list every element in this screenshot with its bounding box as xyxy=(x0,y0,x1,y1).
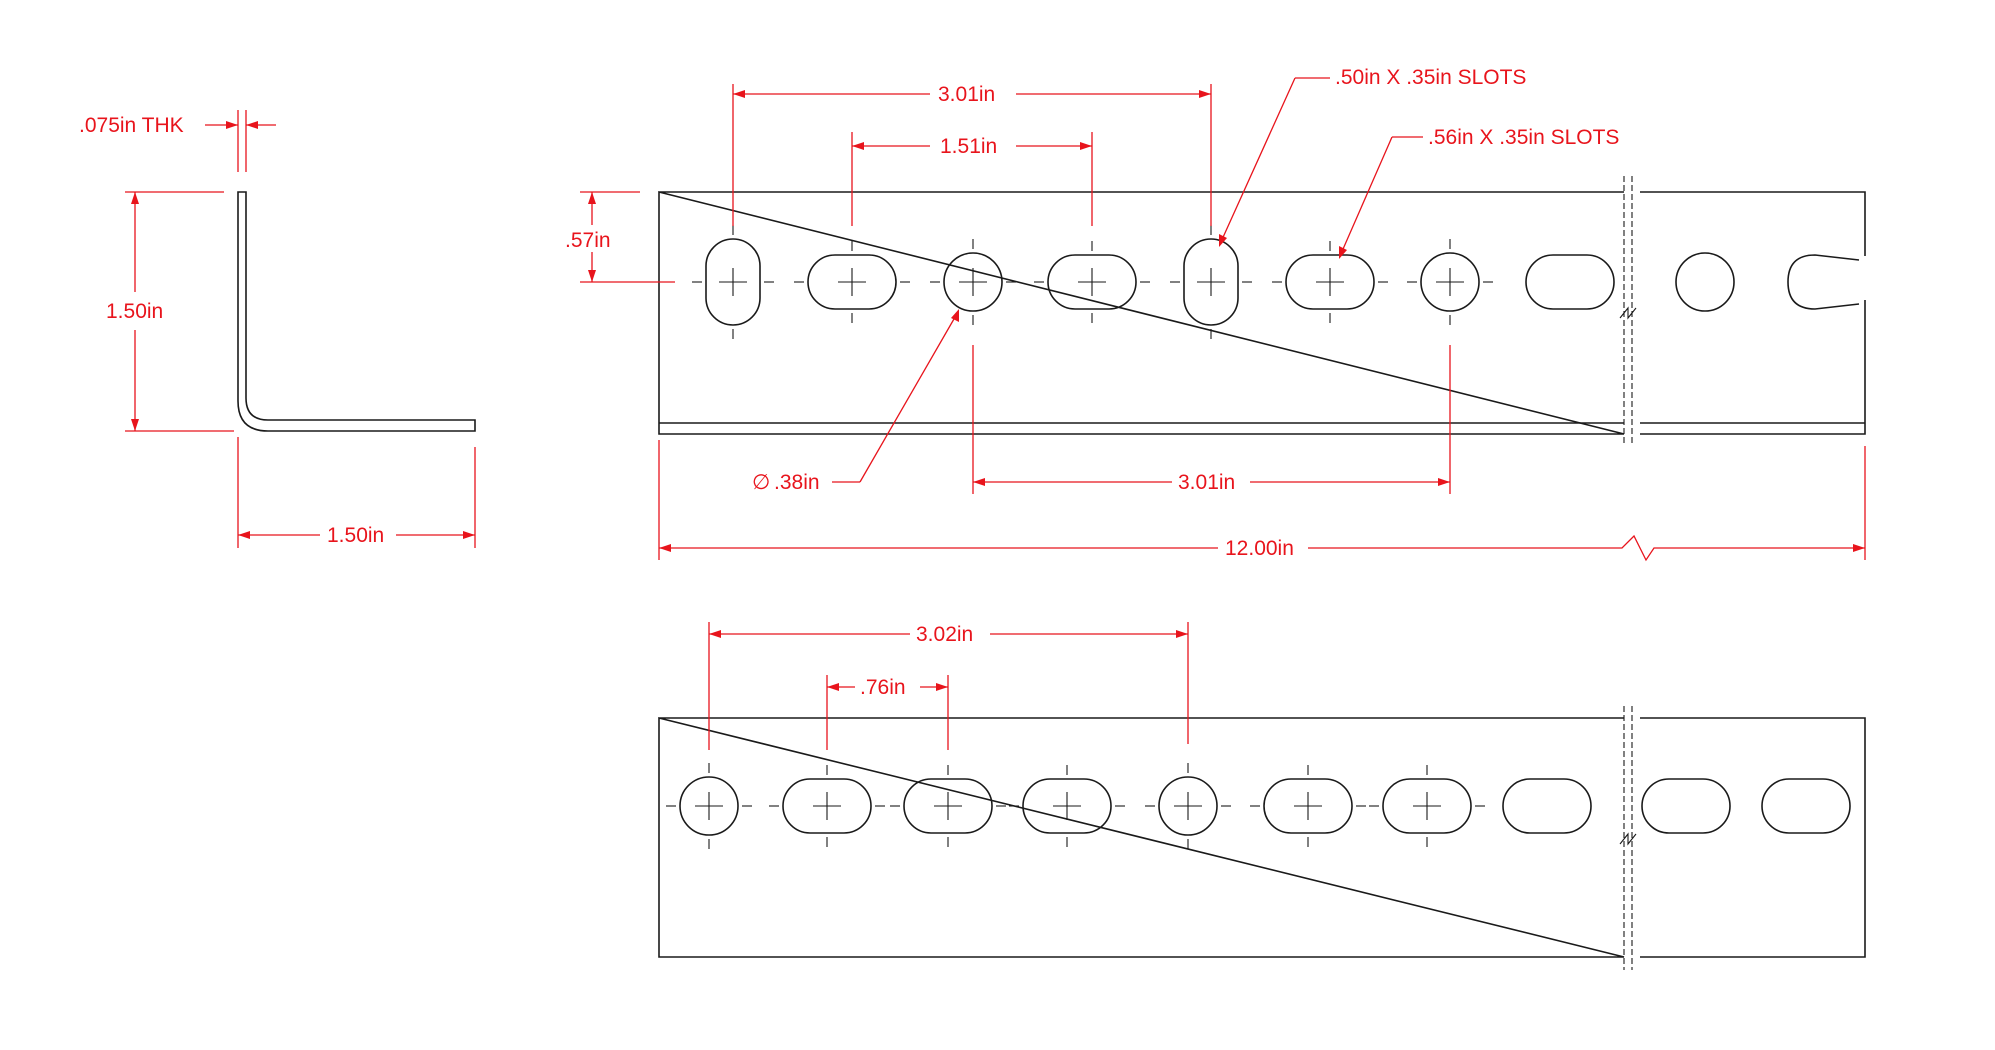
bottom-view-break-symbol xyxy=(1619,832,1637,846)
callout-slot-a-label: .50in X .35in SLOTS xyxy=(1335,66,1526,89)
bottom-flange-view xyxy=(658,706,1866,970)
bottom-view-holes xyxy=(666,763,1851,849)
dim-bottom-span-outer: 3.02in xyxy=(708,622,1189,750)
dim-overall-length: 12.00in xyxy=(658,440,1866,562)
round-hole xyxy=(666,763,752,849)
slot-hole xyxy=(1272,241,1388,323)
dim-bottom-span-outer-label: 3.02in xyxy=(916,623,973,646)
slot-hole xyxy=(1787,254,1860,310)
callout-slot-b-label: .56in X .35in SLOTS xyxy=(1428,126,1619,149)
callout-hole-diameter: ∅ .38in xyxy=(752,309,959,494)
dim-top-span-outer: 3.01in xyxy=(732,83,1212,226)
slot-hole xyxy=(1250,765,1366,847)
slot-hole xyxy=(1170,225,1252,339)
callout-slot-b: .56in X .35in SLOTS xyxy=(1339,126,1619,259)
dim-edge-offset: .57in xyxy=(565,191,675,283)
slot-hole xyxy=(890,765,1006,847)
top-flange-view xyxy=(658,176,1866,446)
round-hole xyxy=(1145,763,1231,849)
top-view-outline xyxy=(658,190,1866,435)
slot-hole xyxy=(1761,778,1851,834)
slot-hole xyxy=(1525,254,1615,310)
angle-profile-outline xyxy=(237,191,476,432)
dim-bottom-span-inner-label: .76in xyxy=(860,676,906,699)
dim-bottom-span-inner: .76in xyxy=(826,675,949,750)
slot-hole xyxy=(1641,778,1731,834)
dim-leg-height: 1.50in xyxy=(106,191,234,432)
dim-leg-width-label: 1.50in xyxy=(327,524,384,547)
round-hole xyxy=(930,239,1016,325)
dim-thickness: .075in THK xyxy=(79,110,276,172)
bottom-view-outline xyxy=(658,716,1866,958)
slot-hole xyxy=(1502,778,1592,834)
round-hole xyxy=(1407,239,1493,325)
hole-diameter-symbol: ∅ xyxy=(752,471,770,494)
dim-thickness-label: .075in THK xyxy=(79,114,184,137)
callout-hole-diameter-label: .38in xyxy=(774,471,820,494)
dim-top-span-lower: 3.01in xyxy=(972,345,1451,494)
dim-leg-width: 1.50in xyxy=(237,437,476,548)
slot-hole xyxy=(1034,241,1150,323)
slot-hole xyxy=(769,765,885,847)
dim-top-span-outer-label: 3.01in xyxy=(938,83,995,106)
slot-hole xyxy=(1009,765,1125,847)
dim-leg-height-label: 1.50in xyxy=(106,300,163,323)
angle-profile-view: .075in THK 1.50in 1.50in xyxy=(79,110,476,548)
callout-slot-a: .50in X .35in SLOTS xyxy=(1219,66,1526,247)
dim-overall-length-label: 12.00in xyxy=(1225,537,1294,560)
dim-top-span-lower-label: 3.01in xyxy=(1178,471,1235,494)
round-hole xyxy=(1675,252,1735,312)
top-view-holes xyxy=(692,225,1860,339)
slot-hole xyxy=(692,225,774,339)
dim-edge-offset-label: .57in xyxy=(565,229,611,252)
top-view-break-symbol xyxy=(1619,306,1637,320)
slot-hole xyxy=(794,241,910,323)
slot-hole xyxy=(1369,765,1485,847)
dim-top-span-inner: 1.51in xyxy=(851,132,1093,226)
dim-top-span-inner-label: 1.51in xyxy=(940,135,997,158)
